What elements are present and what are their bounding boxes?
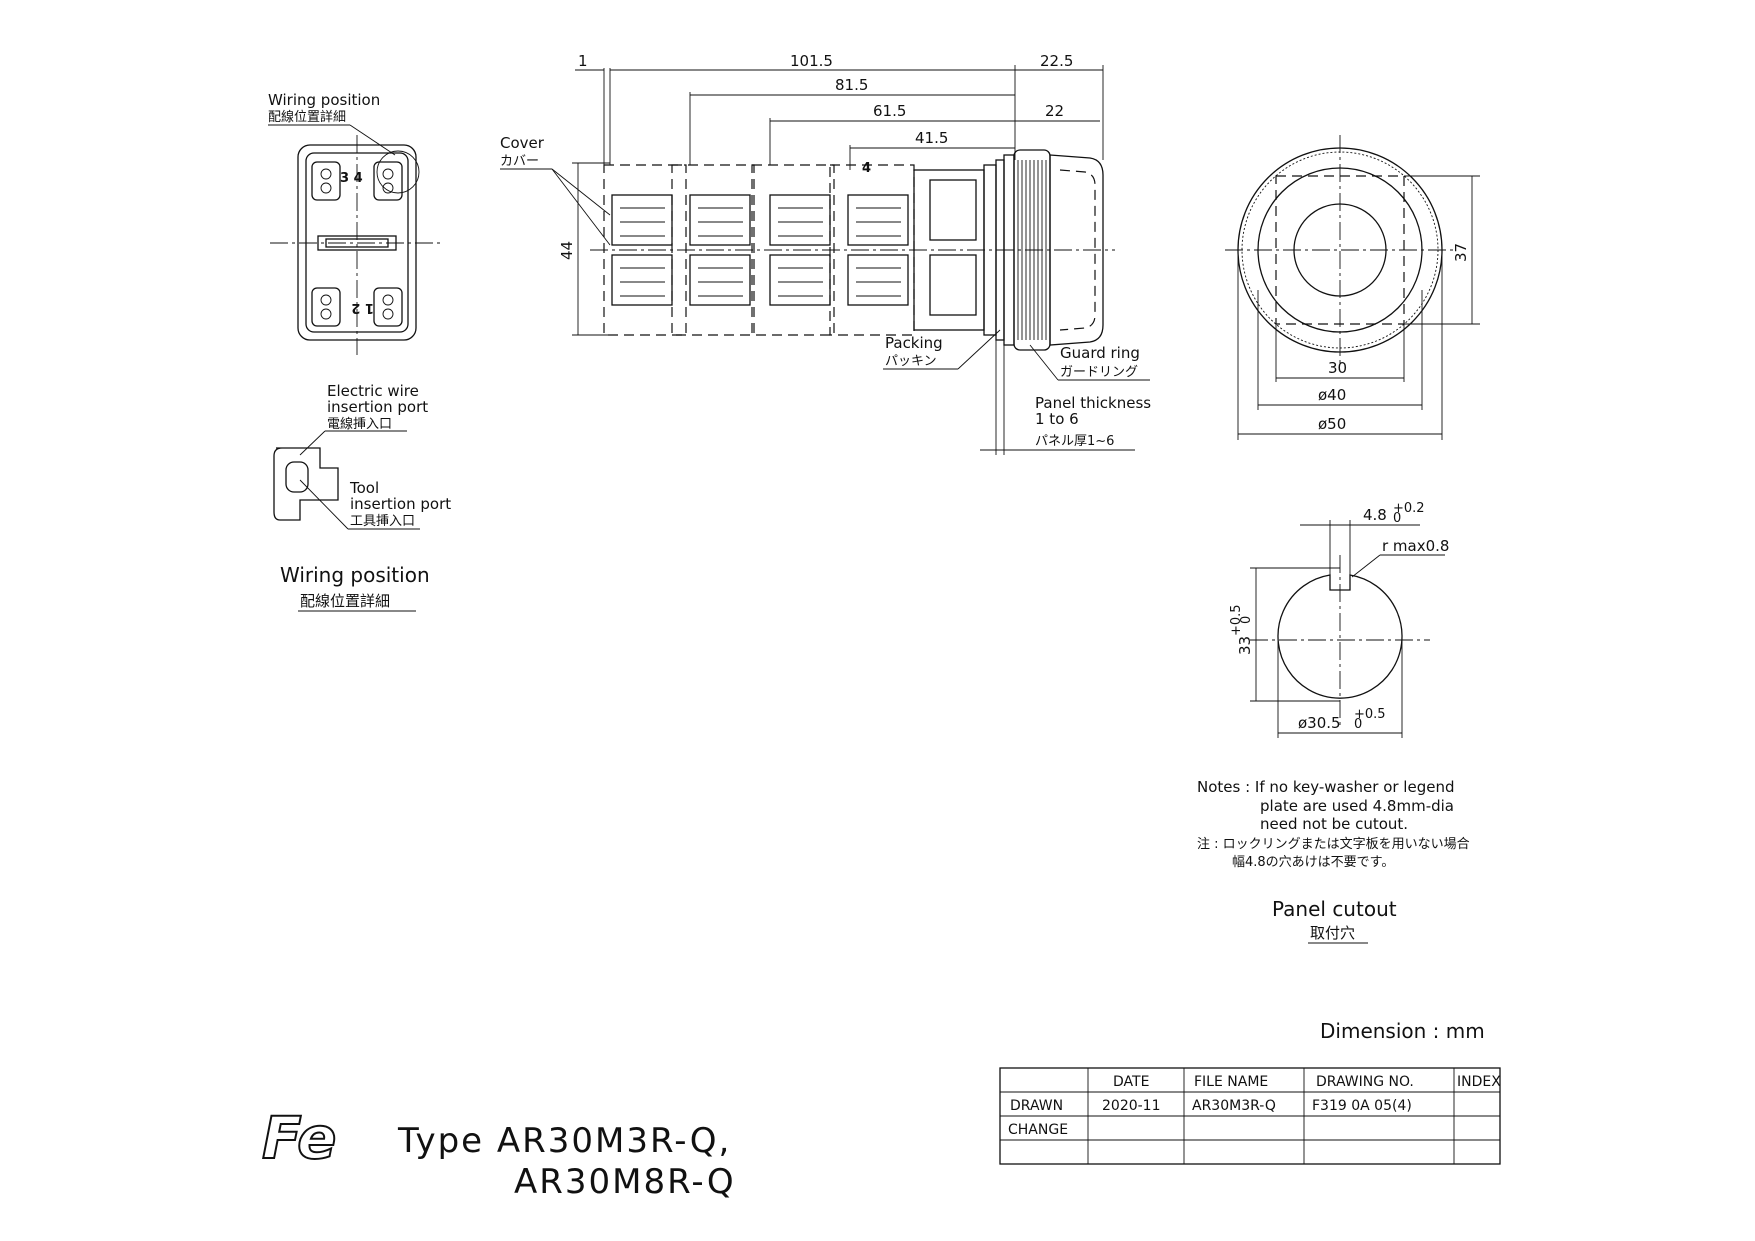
dim-33-tol0: 0 bbox=[1239, 616, 1254, 624]
dim-dia30-5-tol: +0.5 bbox=[1354, 707, 1386, 722]
tb-row-drawn-label: DRAWN bbox=[1010, 1098, 1063, 1114]
dim-81-5: 81.5 bbox=[835, 76, 868, 94]
note-jp-2: 幅4.8の穴あけは不要です。 bbox=[1232, 855, 1394, 870]
side-view: 1 101.5 22.5 81.5 61.5 22 41.5 44 bbox=[500, 52, 1151, 455]
wiring-title-en: Wiring position bbox=[280, 563, 430, 587]
cutout-title-en: Panel cutout bbox=[1272, 897, 1397, 921]
dim-41-5: 41.5 bbox=[915, 129, 948, 147]
dim-dia40: ø40 bbox=[1318, 386, 1346, 404]
dim-101-5: 101.5 bbox=[790, 52, 833, 70]
insertion-port-detail: Electric wire insertion port 電線挿入口 Tool … bbox=[273, 382, 451, 612]
terminal-label-12: 1 2 bbox=[351, 300, 374, 315]
tb-row-drawn-drawing: F319 0A 05(4) bbox=[1312, 1098, 1412, 1114]
dim-33-tol: +0.5 bbox=[1229, 604, 1244, 636]
cover-label-jp: カバー bbox=[500, 154, 539, 169]
note-en-1: Notes : If no key-washer or legend bbox=[1197, 778, 1454, 796]
wiring-pos-label-en: Wiring position bbox=[268, 91, 380, 109]
panel-thickness-label-en2: 1 to 6 bbox=[1035, 410, 1079, 428]
tb-row-change-label: CHANGE bbox=[1008, 1122, 1068, 1138]
panel-thickness-label-jp: パネル厚1~6 bbox=[1035, 434, 1114, 449]
panel-thickness-label-en1: Panel thickness bbox=[1035, 394, 1151, 412]
type-line-2: AR30M8R-Q bbox=[514, 1162, 736, 1202]
notes-block: Notes : If no key-washer or legend plate… bbox=[1197, 778, 1470, 944]
dim-rmax: r max0.8 bbox=[1382, 537, 1449, 555]
tb-header-index: INDEX bbox=[1457, 1074, 1501, 1090]
dim-4-8-tol0: 0 bbox=[1393, 511, 1401, 526]
cutout-title-jp: 取付穴 bbox=[1310, 924, 1355, 942]
note-jp-1: 注 : ロックリングまたは文字板を用いない場合 bbox=[1197, 837, 1470, 852]
dim-61-5: 61.5 bbox=[873, 102, 906, 120]
wiring-pos-label-jp: 配線位置詳細 bbox=[268, 109, 346, 125]
guard-ring-label-jp: ガードリング bbox=[1060, 365, 1138, 380]
dim-44: 44 bbox=[558, 241, 576, 260]
dim-dia30-5: ø30.5 bbox=[1298, 714, 1341, 732]
note-en-2: plate are used 4.8mm-dia bbox=[1260, 797, 1454, 815]
wire-port-label-en2: insertion port bbox=[327, 398, 428, 416]
type-line-1: Type AR30M3R-Q, bbox=[397, 1121, 731, 1161]
wire-port-label-en1: Electric wire bbox=[327, 382, 419, 400]
terminal-4-label: 4 bbox=[862, 161, 871, 176]
dim-30: 30 bbox=[1328, 359, 1347, 377]
tool-port-label-en2: insertion port bbox=[350, 495, 451, 513]
tb-row-drawn-date: 2020-11 bbox=[1102, 1098, 1161, 1114]
tb-header-file: FILE NAME bbox=[1194, 1074, 1268, 1090]
packing-label-en: Packing bbox=[885, 334, 943, 352]
wiring-detail-view: Wiring position 配線位置詳細 3 4 1 2 bbox=[268, 91, 440, 355]
tool-port-label-en1: Tool bbox=[349, 479, 379, 497]
fe-logo: Fe bbox=[262, 1104, 336, 1172]
manufacturer-logo: Fe bbox=[261, 1103, 337, 1173]
dim-dia30-5-tol0: 0 bbox=[1354, 717, 1362, 732]
terminal-label-34: 3 4 bbox=[340, 171, 363, 186]
dim-dia50: ø50 bbox=[1318, 415, 1346, 433]
note-en-3: need not be cutout. bbox=[1260, 815, 1408, 833]
panel-cutout-view: 4.8 +0.2 0 r max0.8 33 +0.5 0 ø30.5 +0.5… bbox=[1229, 501, 1449, 738]
dimension-unit: Dimension : mm bbox=[1320, 1019, 1485, 1043]
cover-label-en: Cover bbox=[500, 134, 545, 152]
packing-label-jp: パッキン bbox=[885, 354, 937, 369]
front-view: 37 30 ø40 ø50 bbox=[1225, 135, 1480, 440]
guard-ring-label-en: Guard ring bbox=[1060, 344, 1140, 362]
dim-22-5: 22.5 bbox=[1040, 52, 1073, 70]
dim-1: 1 bbox=[578, 52, 588, 70]
dim-33: 33 bbox=[1236, 636, 1254, 655]
title-block: DATE FILE NAME DRAWING NO. INDEX DRAWN 2… bbox=[999, 1067, 1501, 1165]
dim-4-8: 4.8 bbox=[1363, 506, 1387, 524]
dim-37: 37 bbox=[1452, 243, 1470, 262]
wire-port-label-jp: 電線挿入口 bbox=[327, 416, 392, 432]
tool-port-label-jp: 工具挿入口 bbox=[350, 514, 415, 529]
tb-header-date: DATE bbox=[1113, 1074, 1149, 1090]
tb-header-drawing: DRAWING NO. bbox=[1316, 1074, 1414, 1090]
dim-4-8-tol: +0.2 bbox=[1393, 501, 1425, 516]
dim-22: 22 bbox=[1045, 102, 1064, 120]
tb-row-drawn-file: AR30M3R-Q bbox=[1192, 1098, 1276, 1114]
wiring-title-jp: 配線位置詳細 bbox=[300, 592, 390, 610]
